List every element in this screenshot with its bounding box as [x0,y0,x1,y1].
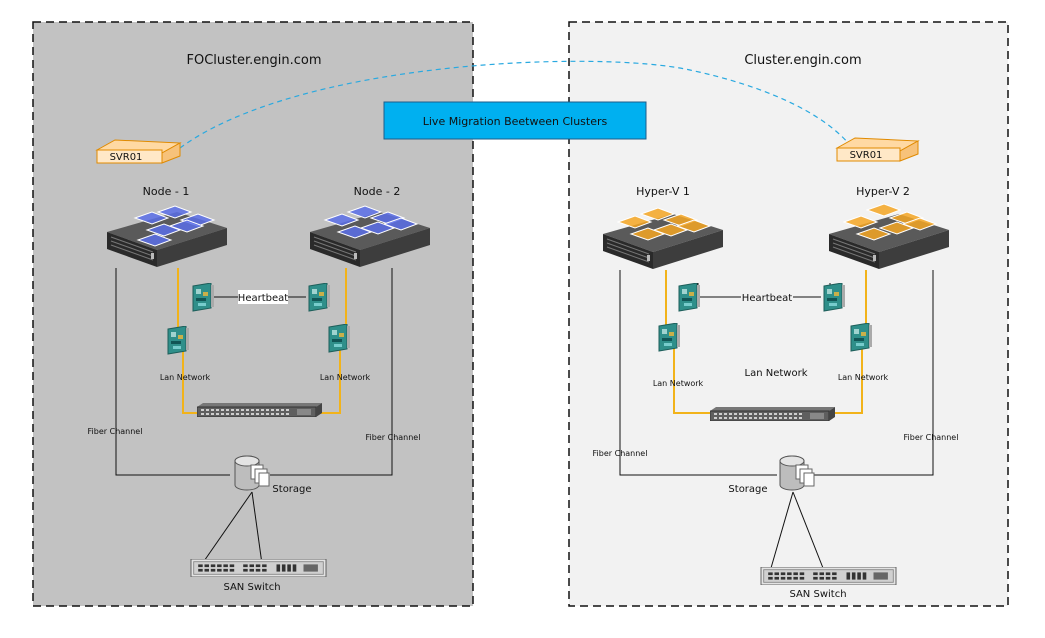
right-node2-label: Hyper-V 2 [856,185,910,198]
right-san-label: SAN Switch [789,589,846,600]
left-lan-nic-2 [328,324,350,353]
left-cluster-name: FOCluster.engin.com [186,53,321,68]
right-san-switch-icon [760,567,897,585]
migration-link [179,60,851,149]
right-node2-server-icon [829,203,949,269]
right-node1-label: Hyper-V 1 [636,185,690,198]
right-cluster-name: Cluster.engin.com [744,53,861,68]
right-heartbeat-label: Heartbeat [742,293,792,304]
left-lan-nic-1 [167,326,189,355]
right-lan-nic-2 [850,323,872,352]
right-node1-server-icon [603,207,723,269]
right-storage-label: Storage [728,484,767,495]
left-heartbeat-nic-2 [308,283,330,312]
left-vm-icon [95,139,182,164]
left-fiber-label-2: Fiber Channel [366,433,421,442]
left-san-switch-icon [190,559,327,577]
right-lan-nic-1 [658,323,680,352]
left-node1-label: Node - 1 [143,185,190,198]
left-node1-server-icon [107,205,227,267]
right-heartbeat-nic-1 [678,283,700,312]
left-lan-switch-icon [197,403,322,417]
right-san-cables [770,491,824,569]
left-vm-label: SVR01 [110,152,143,163]
right-lan-center-label: Lan Network [745,368,808,379]
left-lan-label-1: Lan Network [160,373,211,382]
left-lan-label-2: Lan Network [320,373,371,382]
left-san-cables [201,491,263,565]
left-fiber-label-1: Fiber Channel [88,427,143,436]
right-lan-label-2: Lan Network [838,373,889,382]
migration-label: Live Migration Beetween Clusters [423,115,608,128]
right-fiber-label-2: Fiber Channel [904,433,959,442]
left-node2-label: Node - 2 [354,185,401,198]
left-heartbeat-label: Heartbeat [238,293,288,304]
left-heartbeat-bg [238,290,288,304]
right-vm-icon [835,137,920,162]
right-lan-switch-icon [710,407,835,421]
right-lan-label-1: Lan Network [653,379,704,388]
right-heartbeat-bg [741,290,793,304]
right-heartbeat-nic-2 [823,283,845,312]
right-fiber-label-1: Fiber Channel [593,449,648,458]
migration-box [383,101,647,140]
left-san-label: SAN Switch [223,582,280,593]
left-heartbeat-nic-1 [192,283,214,312]
right-vm-label: SVR01 [850,150,883,161]
left-storage-label: Storage [272,484,311,495]
left-node2-server-icon [310,205,430,267]
